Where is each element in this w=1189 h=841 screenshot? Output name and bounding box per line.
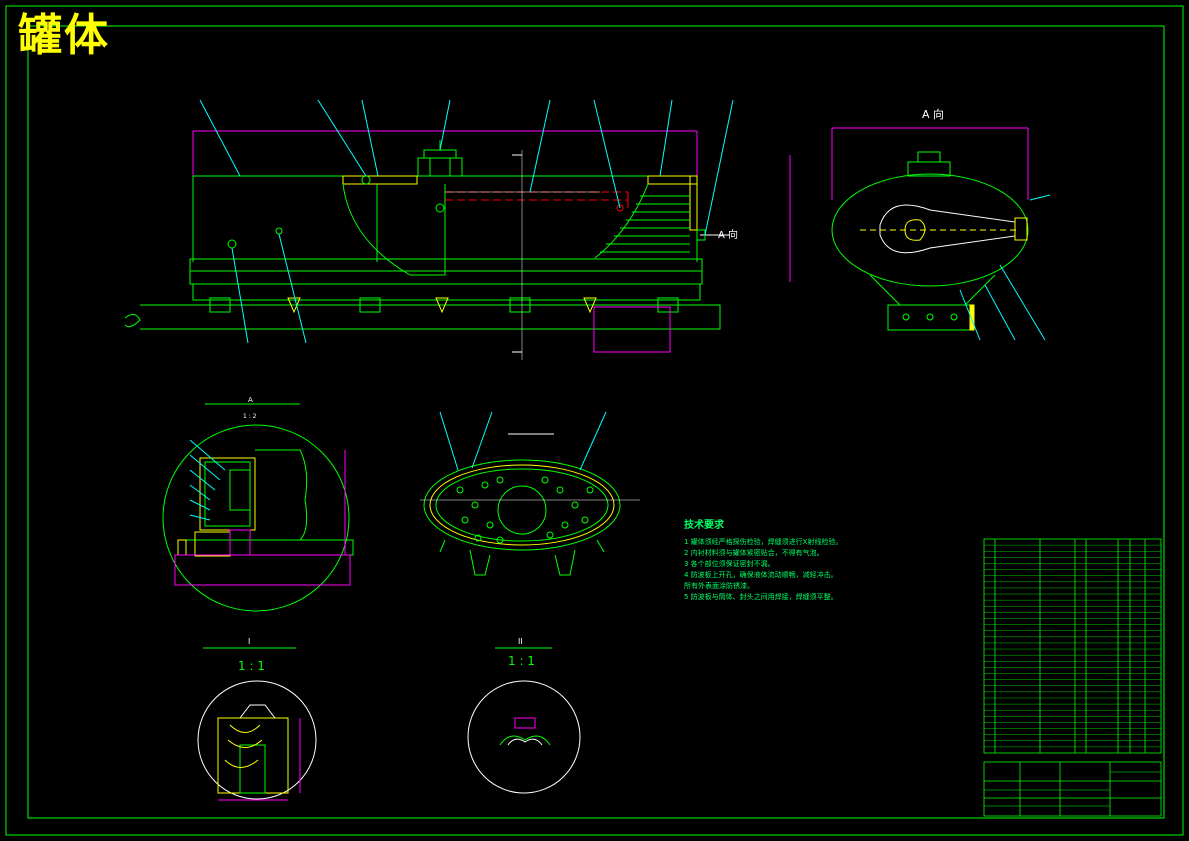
drawing-title: 罐体 [18, 10, 110, 61]
technical-note-item: 1 罐体须经严格探伤检验，焊缝须进行X射线检验。 [684, 538, 843, 546]
detail-circle-left [162, 403, 354, 612]
title-block-detail [984, 771, 1161, 807]
technical-notes: 技术要求 1 罐体须经严格探伤检验，焊缝须进行X射线检验。 2 内衬材料须与罐体… [684, 520, 914, 603]
technical-note-item: 2 内衬材料须与罐体紧密贴合，不得有气泡。 [684, 549, 824, 557]
detail-two-view [467, 647, 581, 794]
main-elevation-view [124, 99, 734, 360]
technical-notes-heading: 技术要求 [684, 520, 724, 531]
technical-note-item: 5 防波板与筒体、封头之间用焊接，焊缝须平整。 [684, 593, 838, 601]
end-view-a [789, 127, 1051, 341]
cross-section-view [420, 411, 640, 576]
technical-note-item: 3 各个部位须保证密封不漏。 [684, 560, 775, 568]
parts-table-rows [984, 544, 1161, 748]
parts-table [983, 538, 1162, 754]
detail-one-view [197, 647, 317, 801]
technical-note-item: 4 防波板上开孔，确保液体流动顺畅，减轻冲击。 [684, 571, 838, 579]
title-block [983, 761, 1162, 817]
technical-note-item: 所有外表面涂防锈漆。 [684, 582, 754, 590]
